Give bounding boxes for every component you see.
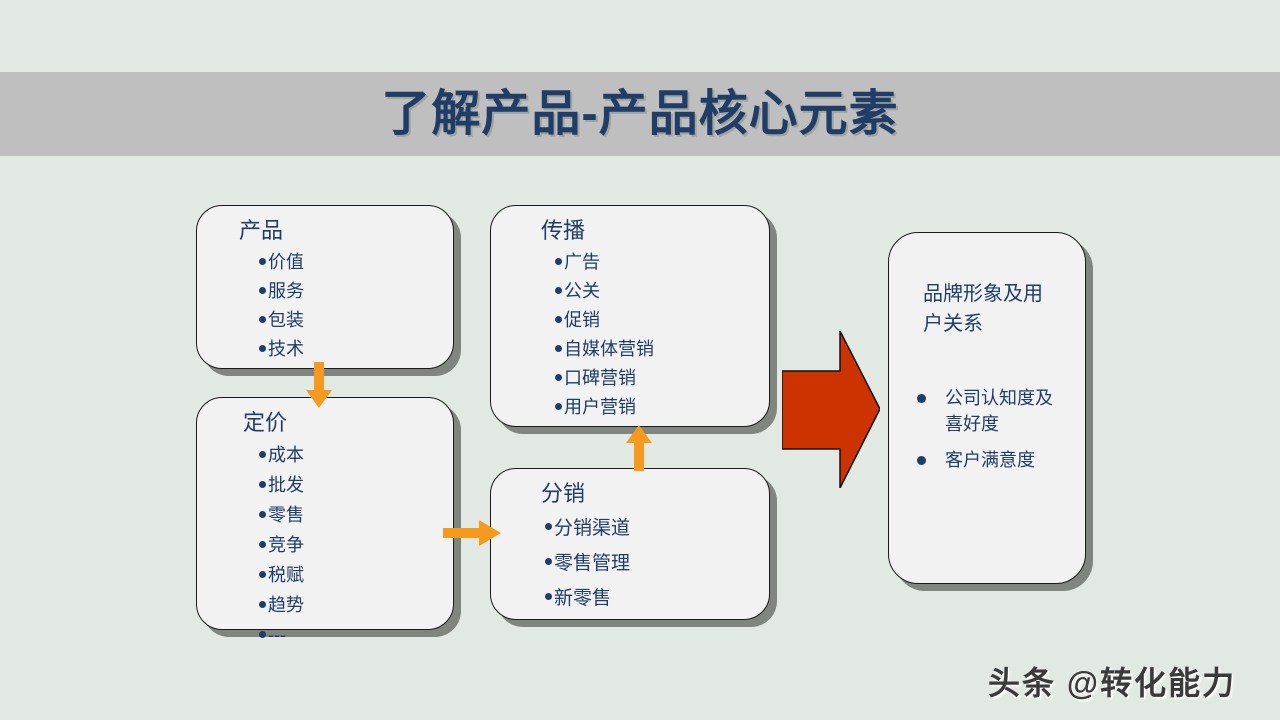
list-item: 包装 — [259, 306, 439, 335]
list-item-label: 技术 — [268, 339, 304, 359]
bullet-dot-icon — [545, 593, 552, 601]
arrow-head — [306, 390, 332, 408]
list-item-label: 服务 — [268, 281, 304, 301]
box-distribution-content: 分销 分销渠道 零售管理 新零售 — [491, 469, 769, 619]
arrow-shaft — [443, 528, 479, 538]
box-communication[interactable]: 传播 广告 公关 促销 自媒体营销 口碑营销 用户营销 — [490, 205, 770, 427]
bullet-dot-icon — [259, 540, 266, 548]
big-arrow-right-icon — [782, 331, 880, 488]
list-item: 趋势 — [259, 590, 439, 620]
bullet-dot-icon — [259, 315, 266, 323]
box-product-content: 产品 价值 服务 包装 技术 — [197, 206, 453, 368]
list-item-label: 包装 — [268, 310, 304, 330]
bullet-dot-icon — [259, 630, 266, 638]
list-item: 公司认知度及喜好度 — [913, 385, 1069, 437]
list-item: 公关 — [555, 277, 755, 306]
bullet-dot-icon — [545, 523, 552, 531]
list-item-label: 公司认知度及喜好度 — [945, 388, 1053, 434]
bullet-dot-icon — [917, 456, 926, 465]
box-distribution-list: 分销渠道 零售管理 新零售 — [505, 511, 755, 616]
list-item: 口碑营销 — [555, 364, 755, 393]
list-item-label: 零售管理 — [554, 553, 631, 574]
box-product[interactable]: 产品 价值 服务 包装 技术 — [196, 205, 454, 369]
bullet-dot-icon — [259, 510, 266, 518]
arrow-shaft — [314, 362, 324, 390]
bullet-dot-icon — [555, 402, 562, 410]
list-item-label: 新零售 — [554, 588, 612, 609]
bullet-dot-icon — [259, 450, 266, 458]
box-communication-list: 广告 公关 促销 自媒体营销 口碑营销 用户营销 — [505, 248, 755, 422]
list-item-label: 分销渠道 — [554, 518, 631, 539]
box-result[interactable]: 品牌形象及用户关系 公司认知度及喜好度 客户满意度 — [888, 232, 1086, 584]
list-item: --- — [259, 620, 439, 650]
list-item: 批发 — [259, 470, 439, 500]
arrow-down-icon — [306, 362, 332, 408]
box-pricing-title: 定价 — [243, 410, 288, 435]
box-distribution[interactable]: 分销 分销渠道 零售管理 新零售 — [490, 468, 770, 620]
list-item-label: 促销 — [564, 310, 600, 330]
list-item: 用户营销 — [555, 393, 755, 422]
list-item: 零售管理 — [545, 546, 755, 581]
bullet-dot-icon — [259, 344, 266, 352]
list-item-label: 自媒体营销 — [564, 339, 654, 359]
arrow-right-icon — [443, 520, 501, 546]
arrow-head — [626, 425, 652, 443]
box-communication-title: 传播 — [541, 218, 586, 243]
list-item: 客户满意度 — [913, 447, 1069, 473]
list-item: 税赋 — [259, 560, 439, 590]
list-item-label: 客户满意度 — [945, 450, 1035, 470]
title-band — [0, 72, 1280, 156]
bullet-dot-icon — [259, 570, 266, 578]
bullet-dot-icon — [555, 344, 562, 352]
box-pricing-list: 成本 批发 零售 竞争 税赋 趋势 --- — [211, 440, 439, 650]
list-item: 分销渠道 — [545, 511, 755, 546]
list-item-label: 价值 — [268, 252, 304, 272]
bullet-dot-icon — [555, 373, 562, 381]
watermark: 头条 @转化能力 — [988, 665, 1237, 701]
bullet-dot-icon — [259, 600, 266, 608]
box-result-content: 品牌形象及用户关系 公司认知度及喜好度 客户满意度 — [889, 233, 1085, 473]
list-item: 竞争 — [259, 530, 439, 560]
list-item-label: 零售 — [268, 505, 304, 525]
list-item: 服务 — [259, 277, 439, 306]
arrow-shaft — [634, 443, 644, 471]
bullet-dot-icon — [545, 558, 552, 566]
list-item-label: 竞争 — [268, 535, 304, 555]
list-item-label: 成本 — [268, 445, 304, 465]
list-item-label: 广告 — [564, 252, 600, 272]
list-item: 自媒体营销 — [555, 335, 755, 364]
list-item-label: 用户营销 — [564, 397, 636, 417]
list-item-label: 公关 — [564, 281, 600, 301]
box-product-list: 价值 服务 包装 技术 — [211, 248, 439, 364]
list-item-label: 税赋 — [268, 565, 304, 585]
bullet-dot-icon — [259, 257, 266, 265]
bullet-dot-icon — [555, 257, 562, 265]
box-result-title: 品牌形象及用户关系 — [923, 283, 1043, 335]
list-item: 新零售 — [545, 581, 755, 616]
box-pricing[interactable]: 定价 成本 批发 零售 竞争 税赋 趋势 --- — [196, 397, 454, 645]
box-pricing-content: 定价 成本 批发 零售 竞争 税赋 趋势 --- — [197, 398, 453, 645]
list-item-label: 趋势 — [268, 595, 304, 615]
bullet-dot-icon — [259, 480, 266, 488]
bullet-dot-icon — [555, 315, 562, 323]
list-item: 成本 — [259, 440, 439, 470]
list-item: 技术 — [259, 335, 439, 364]
arrow-head — [479, 520, 501, 546]
box-product-title: 产品 — [239, 218, 284, 243]
list-item-label: 口碑营销 — [564, 368, 636, 388]
box-distribution-title: 分销 — [541, 481, 586, 506]
box-communication-content: 传播 广告 公关 促销 自媒体营销 口碑营销 用户营销 — [491, 206, 769, 426]
list-item: 价值 — [259, 248, 439, 277]
list-item: 促销 — [555, 306, 755, 335]
list-item-label: 批发 — [268, 475, 304, 495]
list-item: 广告 — [555, 248, 755, 277]
bullet-dot-icon — [555, 286, 562, 294]
bullet-dot-icon — [917, 394, 926, 403]
bullet-dot-icon — [259, 286, 266, 294]
page-title: 了解产品-产品核心元素 — [381, 87, 899, 141]
list-item: 零售 — [259, 500, 439, 530]
list-item-label: --- — [268, 625, 286, 645]
box-result-list: 公司认知度及喜好度 客户满意度 — [905, 385, 1069, 473]
arrow-up-icon — [626, 425, 652, 471]
